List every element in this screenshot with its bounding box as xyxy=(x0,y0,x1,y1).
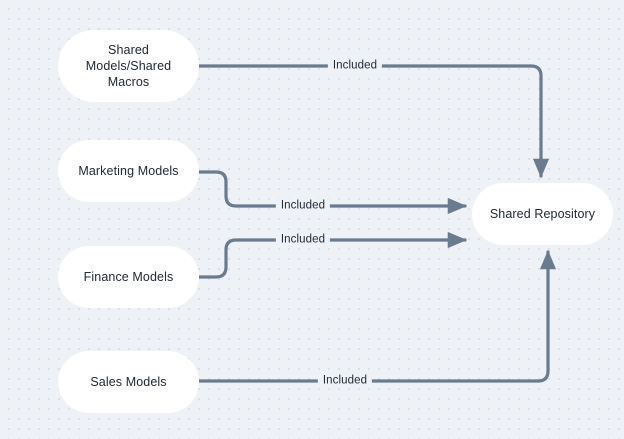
node-label: Shared Models/Shared Macros xyxy=(85,43,172,89)
edge-path-finance-models xyxy=(197,231,467,279)
node-shared-repository[interactable]: Shared Repository xyxy=(472,183,613,245)
edge-label-sales-models: Included xyxy=(317,373,373,389)
node-label: Sales Models xyxy=(90,375,167,389)
node-label: Marketing Models xyxy=(78,164,179,178)
edge-label-finance-models: Included xyxy=(275,232,331,248)
edge-label-shared-models: Included xyxy=(327,58,383,74)
node-sales-models[interactable]: Sales Models xyxy=(58,351,199,413)
edge-path-shared-models xyxy=(197,64,550,178)
node-shared-models[interactable]: Shared Models/Shared Macros xyxy=(58,30,199,102)
edge-label-marketing-models: Included xyxy=(275,198,331,214)
edge-path-sales-models xyxy=(197,250,557,383)
node-marketing-models[interactable]: Marketing Models xyxy=(58,140,199,202)
edge-path-marketing-models xyxy=(197,170,467,215)
node-label: Finance Models xyxy=(83,270,174,284)
node-finance-models[interactable]: Finance Models xyxy=(58,246,199,308)
node-label: Shared Repository xyxy=(489,207,596,221)
